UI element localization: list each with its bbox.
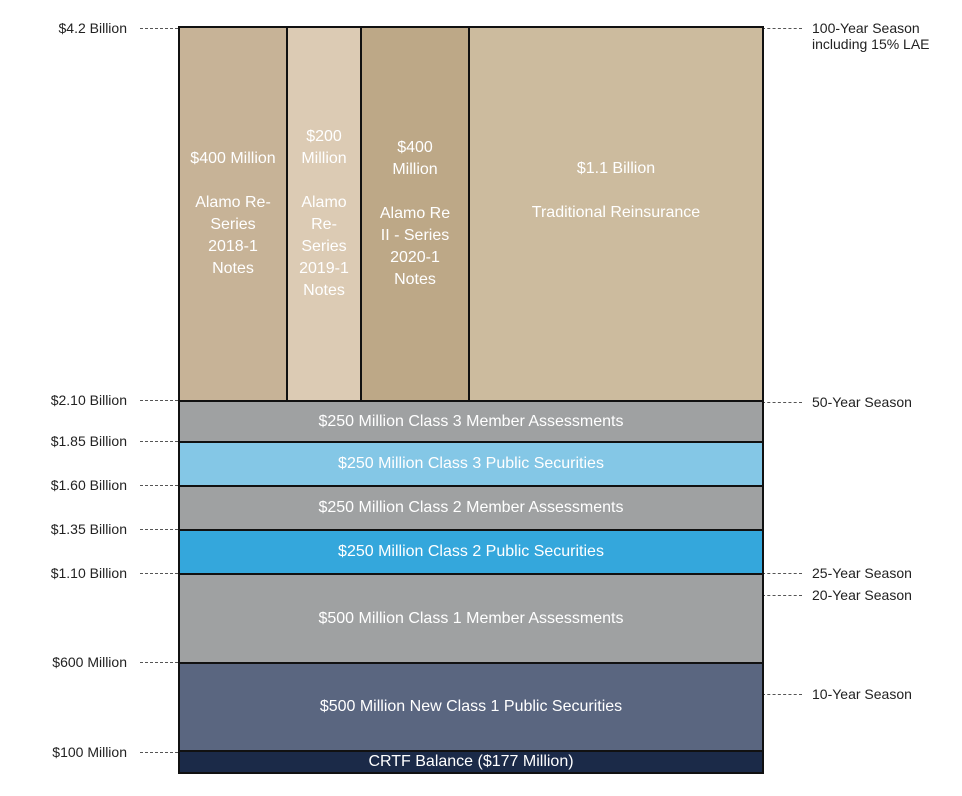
class2-public-securities-layer: $250 Million Class 2 Public Securities — [178, 529, 764, 575]
season-20-label: 20-Year Season — [812, 587, 912, 603]
right-leader — [762, 694, 802, 695]
right-leader — [762, 573, 802, 574]
class3-public-securities-layer: $250 Million Class 3 Public Securities — [178, 441, 764, 487]
season-10-label: 10-Year Season — [812, 686, 912, 702]
left-leader — [140, 28, 178, 29]
left-label-1-10b: $1.10 Billion — [50, 565, 127, 581]
alamo-2019-block: $200 Million Alamo Re- Series 2019-1 Not… — [286, 26, 362, 402]
season-50-label: 50-Year Season — [812, 394, 912, 410]
right-leader — [762, 595, 802, 596]
left-label-2-10b: $2.10 Billion — [50, 392, 127, 408]
alamo-2020-block: $400 Million Alamo Re II - Series 2020-1… — [360, 26, 470, 402]
season-100-label: 100-Year Season including 15% LAE — [812, 20, 930, 52]
alamo-2018-block: $400 Million Alamo Re- Series 2018-1 Not… — [178, 26, 288, 402]
left-leader — [140, 529, 178, 530]
class2-member-assessments-layer: $250 Million Class 2 Member Assessments — [178, 485, 764, 531]
left-leader — [140, 662, 178, 663]
left-leader — [140, 573, 178, 574]
left-label-1-85b: $1.85 Billion — [50, 433, 127, 449]
left-label-4-2b: $4.2 Billion — [58, 20, 128, 36]
left-leader — [140, 752, 178, 753]
left-leader — [140, 400, 178, 401]
left-leader — [140, 485, 178, 486]
left-label-600m: $600 Million — [52, 654, 127, 670]
right-leader — [762, 28, 802, 29]
class1-public-securities-layer: $500 Million New Class 1 Public Securiti… — [178, 662, 764, 752]
left-label-100m: $100 Million — [52, 744, 127, 760]
left-label-1-35b: $1.35 Billion — [50, 521, 127, 537]
crtf-balance-layer: CRTF Balance ($177 Million) — [178, 750, 764, 774]
left-label-1-60b: $1.60 Billion — [50, 477, 127, 493]
class1-member-assessments-layer: $500 Million Class 1 Member Assessments — [178, 573, 764, 664]
traditional-reinsurance-block: $1.1 Billion Traditional Reinsurance — [468, 26, 764, 402]
season-25-label: 25-Year Season — [812, 565, 912, 581]
right-leader — [762, 402, 802, 403]
class3-member-assessments-layer: $250 Million Class 3 Member Assessments — [178, 400, 764, 443]
left-leader — [140, 441, 178, 442]
